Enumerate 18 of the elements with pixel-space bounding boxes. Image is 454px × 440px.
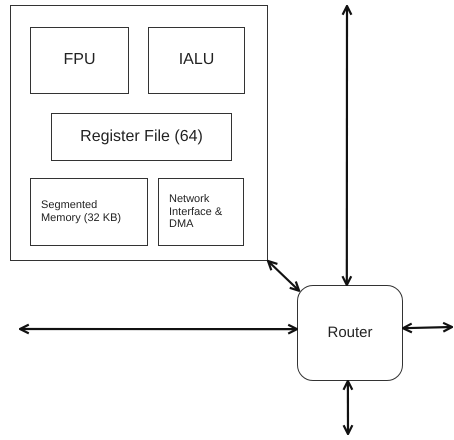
double-arrow [266,260,300,292]
router-box [297,285,403,381]
unit-label: IALU [178,51,214,70]
unit-box [30,27,129,94]
double-arrow [402,322,454,334]
double-arrow [342,380,354,436]
unit-box [158,178,244,246]
double-arrow [18,324,298,335]
unit-label: Router [327,324,373,342]
unit-box [30,178,148,246]
unit-label: FPU [64,51,96,70]
unit-label: Network Interface & DMA [169,193,224,231]
unit-box [51,113,232,161]
double-arrow [341,4,352,286]
tile-box [10,5,268,261]
unit-label: Register File (64) [80,128,203,146]
unit-label: Segmented Memory (32 KB) [41,199,122,225]
unit-box [148,27,245,94]
